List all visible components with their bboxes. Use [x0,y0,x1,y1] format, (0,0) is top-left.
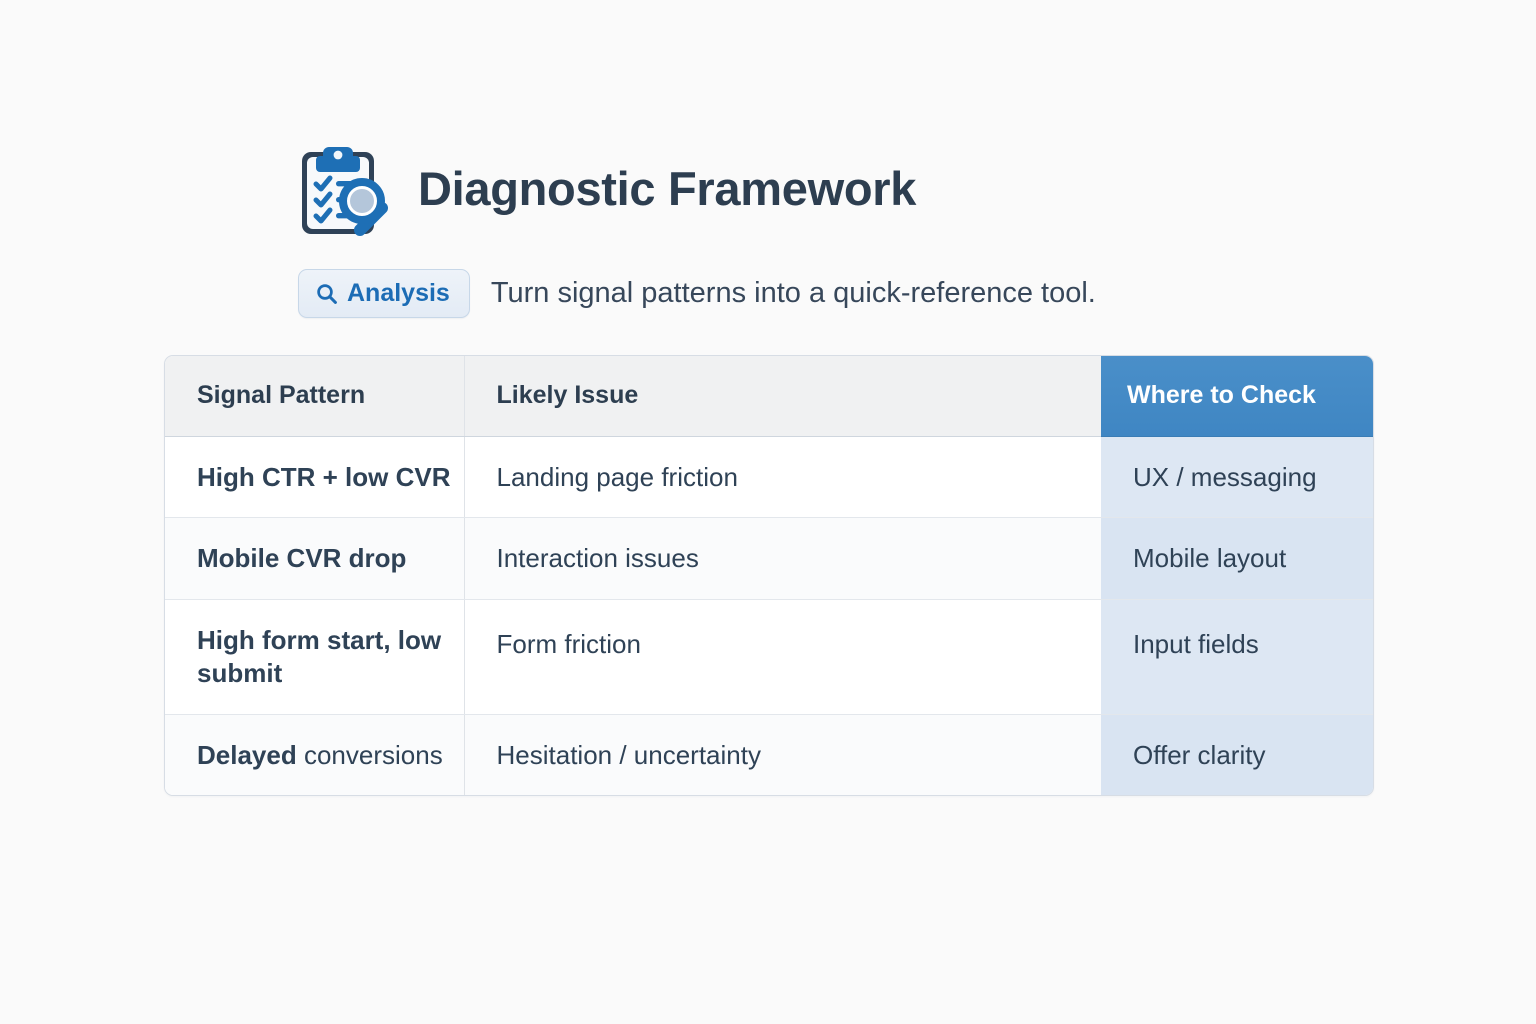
subtitle-row: Analysis Turn signal patterns into a qui… [298,269,1096,318]
cell-signal-pattern: High CTR + low CVR [165,436,464,519]
cell-likely-issue: Hesitation / uncertainty [463,714,1101,796]
cell-signal-pattern: Mobile CVR drop [165,517,464,600]
table-row: Delayed conversions Hesitation / uncerta… [165,714,1373,796]
cell-signal-pattern: High form start, low submit [165,599,464,715]
subtitle-text: Turn signal patterns into a quick-refere… [490,277,1096,309]
table-row: High form start, low submit Form frictio… [165,599,1373,715]
column-header-where-to-check[interactable]: Where to Check [1101,356,1373,437]
cell-likely-issue: Interaction issues [463,517,1101,600]
pattern-bold-text: Delayed [197,739,297,770]
pattern-bold-text: High form start, low submit [197,625,442,688]
cell-where-to-check[interactable]: Offer clarity [1101,714,1373,796]
pattern-bold-text: High CTR + low CVR [197,461,451,492]
table-row: High CTR + low CVR Landing page friction… [165,436,1373,519]
analysis-badge[interactable]: Analysis [298,269,470,318]
pattern-regular-text: conversions [296,739,443,770]
table-header-row: Signal Pattern Likely Issue Where to Che… [165,356,1373,437]
cell-likely-issue: Landing page friction [463,436,1101,519]
cell-signal-pattern: Delayed conversions [165,714,464,796]
cell-likely-issue: Form friction [463,599,1101,715]
diagnostic-table: Signal Pattern Likely Issue Where to Che… [164,355,1374,797]
pattern-bold-text: Mobile CVR drop [197,543,407,574]
clipboard-search-icon [296,138,400,242]
column-header-signal-pattern[interactable]: Signal Pattern [165,356,464,437]
column-header-likely-issue[interactable]: Likely Issue [463,356,1101,437]
cell-where-to-check[interactable]: Mobile layout [1101,517,1373,600]
cell-where-to-check[interactable]: UX / messaging [1101,436,1373,519]
search-icon [316,283,338,305]
page-header: Diagnostic Framework [296,138,916,242]
table-row: Mobile CVR drop Interaction issues Mobil… [165,517,1373,600]
analysis-badge-label: Analysis [347,279,450,307]
cell-where-to-check[interactable]: Input fields [1101,599,1373,715]
page-title: Diagnostic Framework [418,161,917,215]
